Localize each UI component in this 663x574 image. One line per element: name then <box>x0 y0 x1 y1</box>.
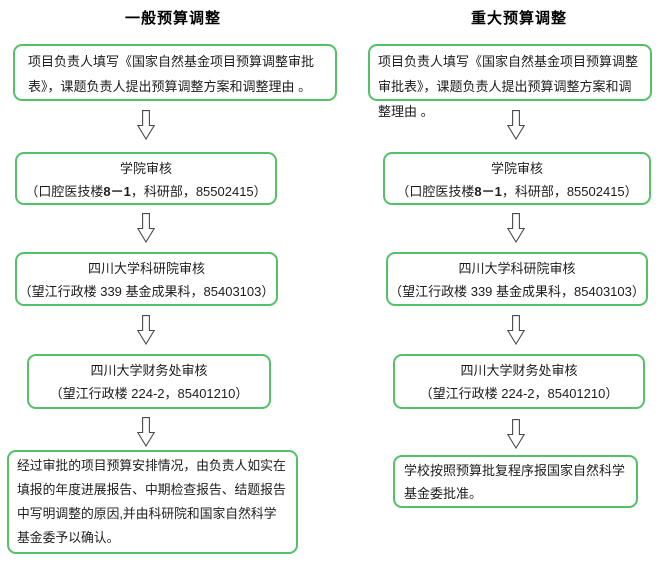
step-box-finance-office-review-general: 四川大学财务处审核 （望江行政楼 224-2，85401210） <box>27 354 271 409</box>
step-detail: （口腔医技楼8－1，科研部，85502415） <box>385 180 649 203</box>
down-arrow-icon <box>137 110 155 140</box>
column-title-major-budget: 重大预算调整 <box>470 10 567 27</box>
step-title: 学院审核 <box>490 161 543 176</box>
step-detail: （望江行政楼 224-2，85401210） <box>419 386 619 401</box>
step-title: 学院审核 <box>119 161 172 176</box>
down-arrow-icon <box>137 417 155 447</box>
detail-text: （口腔医技楼 <box>25 184 104 199</box>
step-detail: （口腔医技楼8－1，科研部，85502415） <box>17 180 275 203</box>
step-text: 项目负责人填写《国家自然基金项目预算调整审批表》，课题负责人提出预算调整方案和调… <box>378 54 639 119</box>
detail-text: ，科研部，85502415） <box>130 184 267 199</box>
step-text: 经过审批的项目预算安排情况，由负责人如实在填报的年度进展报告、中期检查报告、结题… <box>17 458 286 545</box>
down-arrow-icon <box>507 419 525 449</box>
step-box-college-review-general: 学院审核 （口腔医技楼8－1，科研部，85502415） <box>15 152 277 205</box>
step-title: 四川大学科研院审核 <box>87 261 205 276</box>
down-arrow-icon <box>137 315 155 345</box>
step-detail: （望江行政楼 224-2，85401210） <box>49 386 249 401</box>
room-number: 8－1 <box>474 184 502 199</box>
step-box-research-office-review-general: 四川大学科研院审核 （望江行政楼 339 基金成果科，85403103） <box>15 252 278 306</box>
down-arrow-icon <box>507 110 525 140</box>
step-title: 四川大学科研院审核 <box>458 261 576 276</box>
step-title: 四川大学财务处审核 <box>460 363 578 378</box>
step-box-finance-office-review-major: 四川大学财务处审核 （望江行政楼 224-2，85401210） <box>393 354 645 409</box>
detail-text: ，科研部，85502415） <box>501 184 638 199</box>
step-text: 学校按照预算批复程序报国家自然科学基金委批准。 <box>404 463 626 501</box>
step-box-project-leader-form-major: 项目负责人填写《国家自然基金项目预算调整审批表》，课题负责人提出预算调整方案和调… <box>368 44 652 119</box>
step-text: 项目负责人填写《国家自然基金项目预算调整审批表》，课题负责人提出预算调整方案和调… <box>28 54 315 94</box>
room-number: 8－1 <box>103 184 131 199</box>
step-box-project-leader-form-general: 项目负责人填写《国家自然基金项目预算调整审批表》，课题负责人提出预算调整方案和调… <box>13 44 337 101</box>
column-title-general-budget: 一般预算调整 <box>124 10 221 27</box>
down-arrow-icon <box>507 315 525 345</box>
step-box-nsfc-approval-major: 学校按照预算批复程序报国家自然科学基金委批准。 <box>393 455 638 508</box>
step-box-research-office-review-major: 四川大学科研院审核 （望江行政楼 339 基金成果科，85403103） <box>386 252 648 306</box>
step-box-college-review-major: 学院审核 （口腔医技楼8－1，科研部，85502415） <box>383 152 651 205</box>
down-arrow-icon <box>507 213 525 243</box>
step-detail: （望江行政楼 339 基金成果科，85403103） <box>18 284 275 299</box>
down-arrow-icon <box>137 213 155 243</box>
detail-text: （口腔医技楼 <box>396 184 475 199</box>
step-title: 四川大学财务处审核 <box>90 363 208 378</box>
step-detail: （望江行政楼 339 基金成果科，85403103） <box>389 284 645 299</box>
step-box-report-confirmation-general: 经过审批的项目预算安排情况，由负责人如实在填报的年度进展报告、中期检查报告、结题… <box>7 450 298 554</box>
